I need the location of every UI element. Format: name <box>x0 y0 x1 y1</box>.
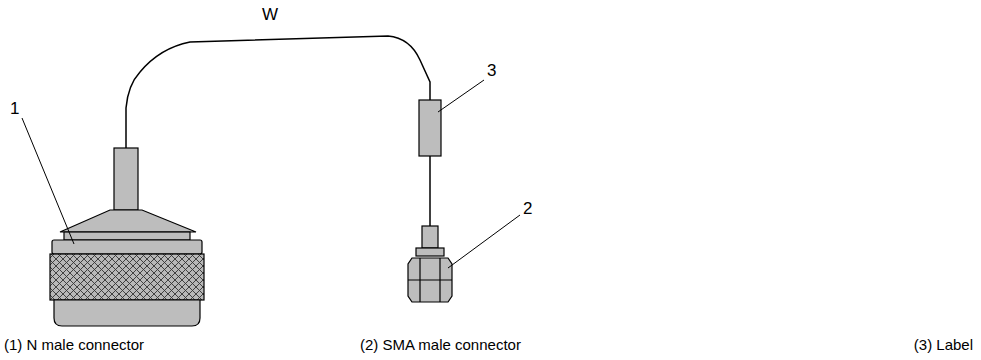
cable <box>429 156 431 226</box>
callout-number: 3 <box>487 62 496 80</box>
n-male-connector <box>50 148 204 326</box>
legend-caption: (2) SMA male connector <box>360 336 521 354</box>
dimension-label: W <box>262 6 278 24</box>
legend-caption: (3) Label <box>914 336 973 354</box>
legend-caption: (1) N male connector <box>4 336 144 354</box>
sma-male-connector <box>408 226 452 302</box>
callout-number: 1 <box>10 100 19 118</box>
callout-number: 2 <box>523 200 532 218</box>
label-sleeve <box>419 100 441 156</box>
leader-line <box>22 118 74 244</box>
cable <box>126 36 430 150</box>
leader-line <box>438 80 484 112</box>
leader-line <box>448 215 520 268</box>
